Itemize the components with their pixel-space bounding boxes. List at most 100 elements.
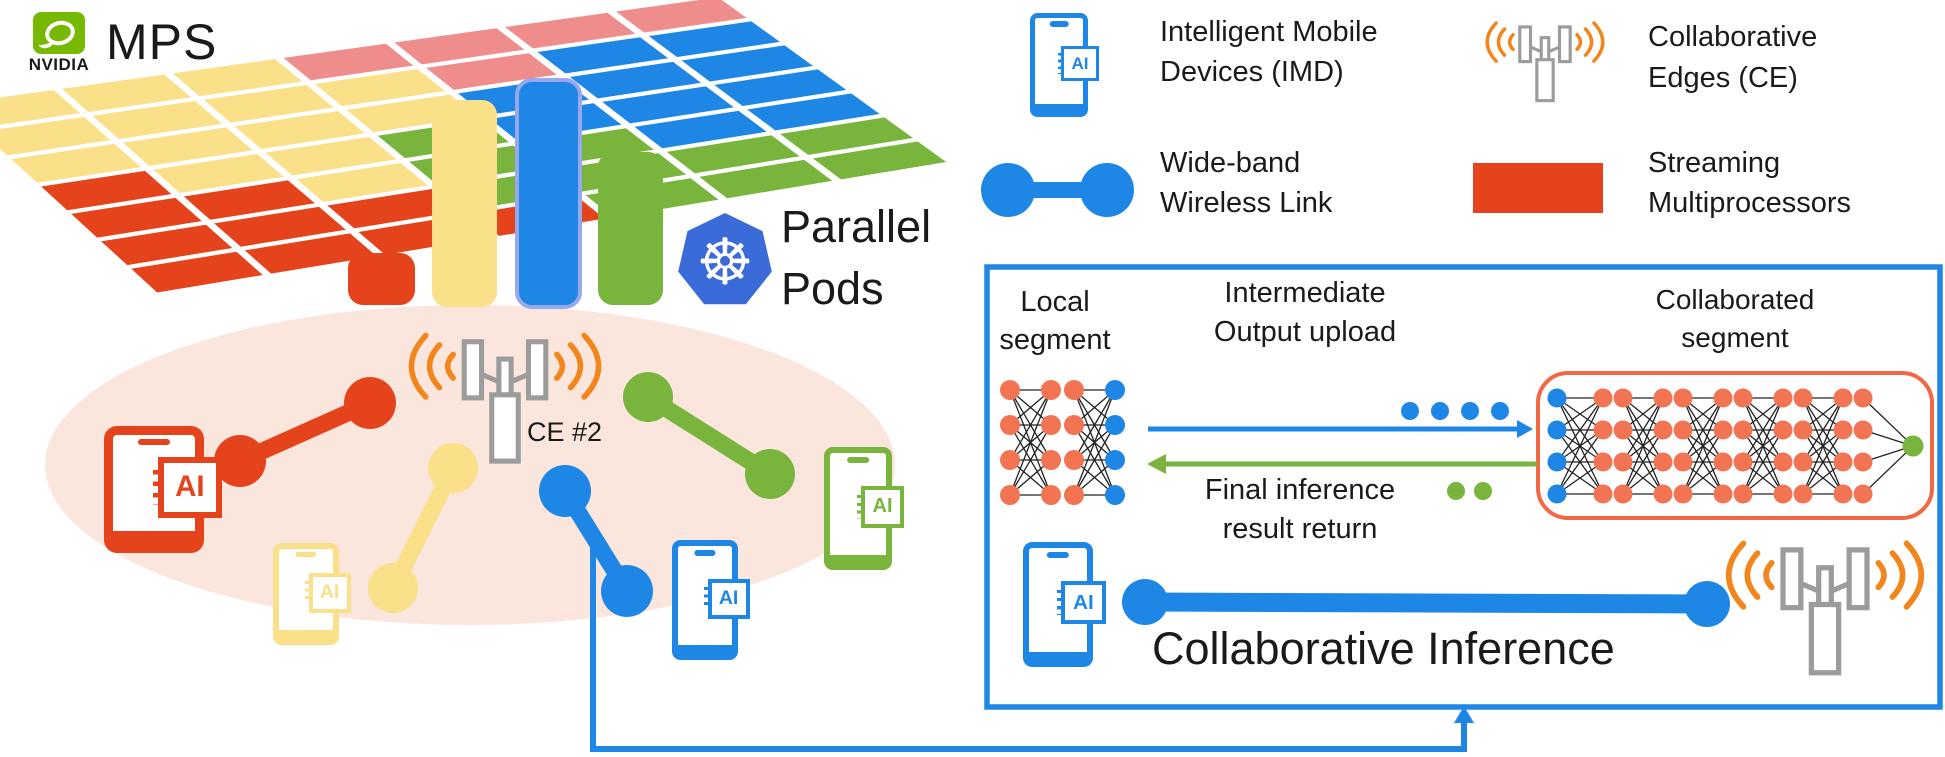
nvidia-wordmark: NVIDIA <box>28 55 90 74</box>
nn-node <box>1773 484 1793 504</box>
legend-sm-icon <box>1473 163 1603 213</box>
nn-node <box>1064 485 1084 505</box>
nn-node <box>1105 450 1125 470</box>
nn-node <box>1000 415 1020 435</box>
nn-node <box>1733 452 1753 472</box>
nn-node <box>1673 452 1693 472</box>
nn-node <box>1613 452 1633 472</box>
box-wide-link <box>1122 579 1730 627</box>
nn-node <box>1733 388 1753 408</box>
nn-node <box>1041 380 1061 400</box>
collaborated-segment-nn <box>1547 388 1924 504</box>
mps-label: MPS <box>106 14 218 70</box>
return-data-dot <box>1447 482 1465 500</box>
nn-node <box>1833 484 1853 504</box>
local-segment-nn <box>1000 380 1125 505</box>
nn-node <box>1105 415 1125 435</box>
nn-node <box>1593 420 1613 440</box>
nn-node <box>1105 485 1125 505</box>
nn-node <box>1547 452 1567 472</box>
radio-wave-icon <box>567 342 584 391</box>
nn-node <box>1653 388 1673 408</box>
collaborative-inference-box <box>984 264 1943 710</box>
radio-wave-icon <box>1583 27 1594 57</box>
upload-data-dot <box>1461 402 1479 420</box>
legend-wireless-link-icon <box>981 163 1134 217</box>
radio-wave-icon <box>1496 27 1507 57</box>
nn-node <box>1793 452 1813 472</box>
nn-node <box>1673 484 1693 504</box>
red-bar <box>348 253 415 305</box>
nn-node <box>1673 388 1693 408</box>
legend-sm <box>1473 163 1603 213</box>
upload-data-dot <box>1491 402 1509 420</box>
nn-node <box>1547 484 1567 504</box>
nn-node <box>1000 450 1020 470</box>
ce2-label: CE #2 <box>527 417 603 447</box>
kubernetes-icon: ☸ <box>678 213 772 305</box>
nn-node <box>1593 452 1613 472</box>
nn-node <box>1833 420 1853 440</box>
radio-wave-icon <box>1763 560 1775 591</box>
nn-node <box>1793 484 1813 504</box>
nn-node <box>1653 452 1673 472</box>
radio-wave-icon <box>581 332 602 400</box>
nn-node <box>1833 452 1853 472</box>
nn-node <box>1733 484 1753 504</box>
inference-box-frame <box>984 264 1943 710</box>
nn-node <box>1041 485 1061 505</box>
nn-node <box>1793 420 1813 440</box>
radio-wave-icon <box>444 351 456 381</box>
legend-ce-tower-icon <box>1485 21 1605 103</box>
nn-node <box>1064 380 1084 400</box>
nn-node <box>1041 415 1061 435</box>
radio-wave-icon <box>1889 550 1906 600</box>
nn-node <box>1733 420 1753 440</box>
nn-node <box>1853 420 1873 440</box>
output-node <box>1902 435 1924 457</box>
nn-node <box>1853 388 1873 408</box>
nn-node <box>1853 452 1873 472</box>
nn-node <box>1653 420 1673 440</box>
mps-grid-tile <box>805 138 954 183</box>
nn-node <box>1000 485 1020 505</box>
nn-node <box>1000 380 1020 400</box>
return-arrowhead <box>1147 454 1166 474</box>
nn-node <box>1105 380 1125 400</box>
nn-node <box>1713 484 1733 504</box>
nn-node <box>1064 450 1084 470</box>
nn-node <box>1833 388 1853 408</box>
box-ce-tower-icon <box>1725 540 1925 676</box>
blue-bar <box>515 78 582 309</box>
box-arrows <box>1147 402 1537 500</box>
yellow-bar <box>432 100 497 307</box>
radio-wave-icon <box>1507 33 1515 52</box>
upload-arrowhead <box>1517 420 1533 438</box>
nn-node <box>1613 420 1633 440</box>
k8s-wheel-icon: ☸ <box>696 226 753 300</box>
green-bar <box>598 152 663 305</box>
nn-node <box>1613 388 1633 408</box>
ce-tower-icon <box>408 332 602 464</box>
collaborative-inference-title: Collaborative Inference <box>1152 623 1615 674</box>
nn-node <box>1713 388 1733 408</box>
connector-arrowhead <box>1454 706 1474 723</box>
radio-wave-icon <box>1725 540 1747 610</box>
radio-wave-icon <box>1575 33 1583 52</box>
nn-node <box>1547 388 1567 408</box>
nn-node <box>1653 484 1673 504</box>
mps-grid-tile <box>124 248 270 296</box>
mps-resource-bars <box>348 78 663 309</box>
nvidia-eye-icon <box>33 12 85 54</box>
radio-wave-icon <box>1903 540 1925 610</box>
radio-wave-icon <box>1744 550 1761 600</box>
radio-wave-icon <box>1592 21 1605 63</box>
